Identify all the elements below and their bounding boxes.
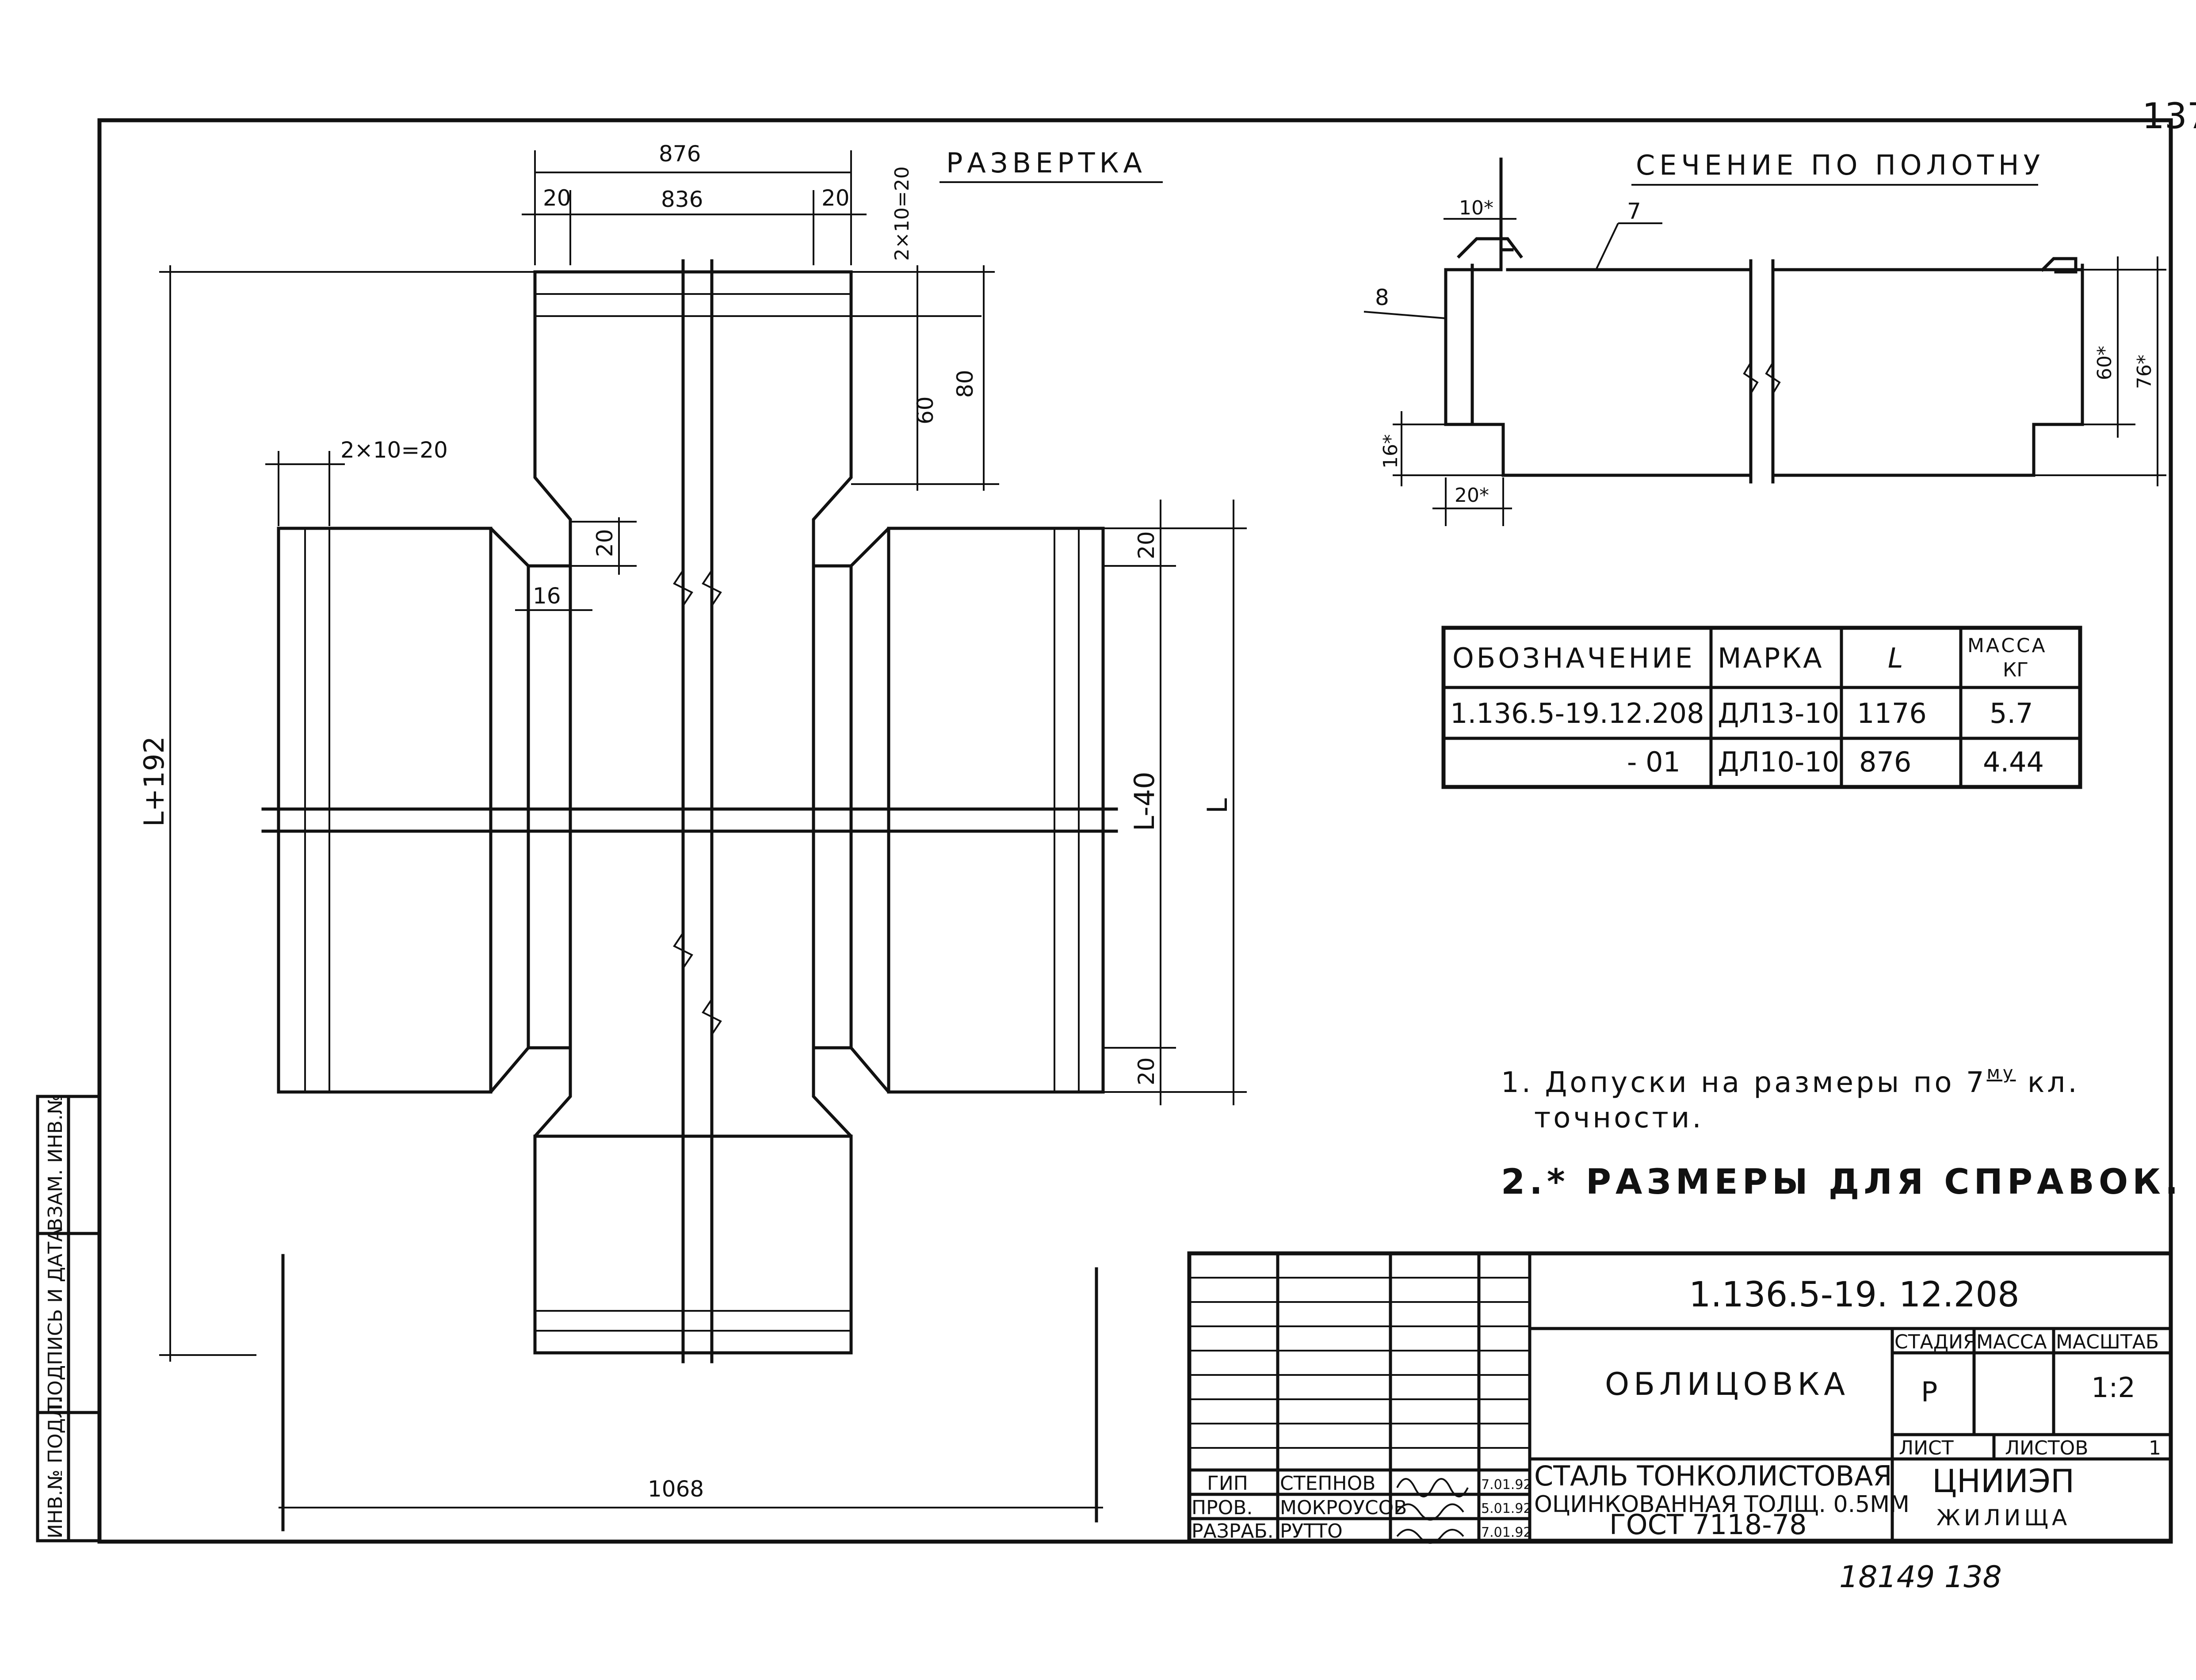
spec-r1-l: 1176 (1857, 697, 1927, 729)
tb-name: ОБЛИЦОВКА (1605, 1366, 1849, 1402)
note-1-line1: 1. Допуски на размеры по 7му кл. (1501, 1063, 2080, 1099)
dim-20-right-top: 20 (1134, 531, 1159, 559)
tb-org-2: ЖИЛИЩА (1936, 1505, 2070, 1531)
dim-2x10-top: 2×10=20 (891, 166, 913, 261)
spec-r2-l: 876 (1859, 746, 1911, 778)
dim-l-minus-40: L-40 (1128, 771, 1161, 831)
dim-l: L (1201, 798, 1234, 813)
callout-7: 7 (1627, 199, 1641, 224)
tb-date-3: 7.01.92 (1481, 1525, 1532, 1540)
title-block: 1.136.5-19. 12.208 ОБЛИЦОВКА СТАДИЯ МАСС… (1187, 1251, 2173, 1544)
tb-role-2: ПРОВ. (1192, 1497, 1253, 1519)
tb-sheets-label: ЛИСТОВ (2005, 1437, 2088, 1459)
spec-r1-mass: 5.7 (1990, 697, 2033, 729)
dim-10-star: 10* (1459, 197, 1493, 219)
side-stamp: ИНВ.№ ПОДЛ. ПОДПИСЬ И ДАТА ВЗАМ. ИНВ.№ (36, 1094, 101, 1543)
spec-table: ОБОЗНАЧЕНИЕ МАРКА L МАССА КГ 1.136.5-19.… (1441, 626, 2082, 789)
spec-header-designation: ОБОЗНАЧЕНИЕ (1452, 642, 1695, 674)
tb-signature-1 (1396, 1478, 1469, 1497)
tb-name-2: МОКРОУСОВ (1280, 1497, 1407, 1519)
side-stamp-sign: ПОДПИСЬ И ДАТА (44, 1229, 67, 1410)
dim-20b: 20 (821, 185, 850, 211)
note-1-line2: точности. (1534, 1102, 1704, 1134)
dim-80: 80 (952, 370, 978, 398)
tb-scale: 1:2 (2091, 1371, 2135, 1404)
dim-16-star: 16* (1379, 434, 1402, 469)
tb-material-2: ОЦИНКОВАННАЯ ТОЛЩ. 0.5ММ (1534, 1491, 1910, 1518)
section-view: СЕЧЕНИЕ ПО ПОЛОТНУ 7 8 10* 16* 2 (1363, 149, 2166, 526)
dim-876: 876 (659, 141, 701, 167)
spec-r2-mark: ДЛ10-10 (1718, 746, 1839, 778)
tb-sheets-value: 1 (2149, 1437, 2161, 1459)
note-2: 2.* РАЗМЕРЫ ДЛЯ СПРАВОК. (1501, 1162, 2183, 1202)
spec-r2-designation: - 01 (1627, 746, 1680, 778)
tb-org-1: ЦНИИЭП (1932, 1462, 2074, 1500)
tb-material-1: СТАЛЬ ТОНКОЛИСТОВАЯ (1534, 1460, 1892, 1492)
dim-20-star: 20* (1455, 484, 1489, 507)
tb-signature-3 (1396, 1529, 1464, 1544)
tb-role-3: РАЗРАБ. (1192, 1520, 1274, 1543)
dim-836: 836 (661, 187, 703, 212)
razvertka-view: РАЗВЕРТКА (138, 141, 1247, 1531)
dim-76-star: 76* (2133, 355, 2156, 389)
dim-60: 60 (913, 396, 938, 424)
tb-mass-header: МАССА (1976, 1331, 2047, 1353)
tb-name-3: РУТТО (1280, 1520, 1343, 1543)
notes: 1. Допуски на размеры по 7му кл. точност… (1501, 1063, 2183, 1202)
spec-r1-designation: 1.136.5-19.12.208 (1450, 697, 1704, 729)
tb-signature-2 (1396, 1503, 1464, 1521)
tb-role-1: ГИП (1207, 1472, 1248, 1495)
dim-16: 16 (533, 583, 561, 609)
dim-20a: 20 (543, 185, 571, 211)
tb-code: 1.136.5-19. 12.208 (1689, 1275, 2020, 1315)
spec-header-mark: МАРКА (1718, 642, 1824, 674)
callout-8: 8 (1375, 285, 1389, 310)
dim-60-star: 60* (2093, 346, 2116, 380)
side-stamp-replace: ВЗАМ. ИНВ.№ (44, 1094, 67, 1231)
spec-r1-mark: ДЛ13-10 (1718, 697, 1839, 729)
footer-stamp: 18149 138 (1839, 1560, 2002, 1595)
tb-stage-header: СТАДИЯ (1894, 1331, 1977, 1353)
side-stamp-inv: ИНВ.№ ПОДЛ. (44, 1397, 67, 1539)
section-title: СЕЧЕНИЕ ПО ПОЛОТНУ (1636, 149, 2044, 181)
tb-name-1: СТЕПНОВ (1280, 1472, 1375, 1495)
tb-scale-header: МАСШТАБ (2056, 1331, 2159, 1353)
tb-stage: Р (1921, 1376, 1937, 1408)
spec-header-kg: КГ (2003, 659, 2028, 681)
sheet-frame (97, 118, 2173, 1544)
tb-material-3: ГОСТ 7118-78 (1609, 1508, 1807, 1541)
spec-r2-mass: 4.44 (1983, 746, 2044, 778)
dim-1068: 1068 (648, 1476, 704, 1502)
razvertka-title: РАЗВЕРТКА (946, 147, 1146, 179)
dim-l-plus-192: L+192 (138, 736, 170, 827)
dim-20-mid: 20 (592, 529, 618, 557)
spec-header-l: L (1888, 642, 1903, 674)
tb-date-1: 7.01.92 (1481, 1477, 1532, 1493)
spec-header-mass: МАССА (1967, 634, 2047, 657)
tb-date-2: 5.01.92 (1481, 1501, 1532, 1516)
dim-20-right-bot: 20 (1134, 1057, 1159, 1085)
dim-2x10-left: 2×10=20 (340, 437, 448, 463)
tb-sheet-label: ЛИСТ (1899, 1437, 1954, 1459)
